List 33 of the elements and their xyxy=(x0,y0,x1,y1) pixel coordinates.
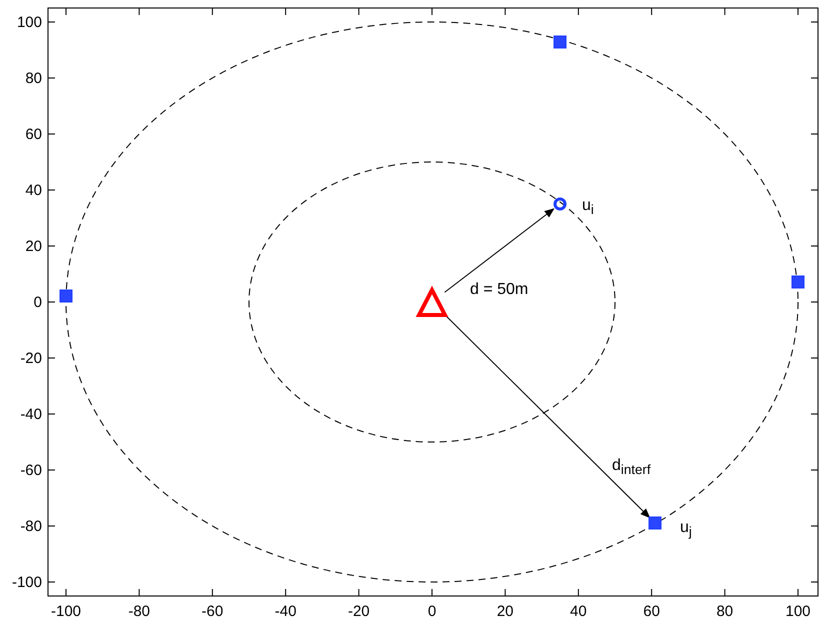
tick-label: -80 xyxy=(128,603,150,620)
tick-label: -40 xyxy=(20,406,42,423)
square-marker xyxy=(59,289,73,304)
tick-label: -20 xyxy=(20,350,42,367)
tick-label: 20 xyxy=(496,603,514,620)
square-marker xyxy=(553,34,568,49)
edge-label: d = 50m xyxy=(470,280,528,299)
tick-label: -100 xyxy=(50,603,82,620)
tick-label: 80 xyxy=(25,70,42,87)
tick-label: 40 xyxy=(570,603,587,620)
circle-marker xyxy=(553,197,568,211)
tick-label: 60 xyxy=(643,603,660,620)
tick-label: 100 xyxy=(785,603,811,620)
square-marker xyxy=(791,275,805,290)
tick-label: 100 xyxy=(16,14,42,31)
tick-label: 20 xyxy=(25,238,42,255)
tick-label: -60 xyxy=(20,462,42,479)
tick-label: 60 xyxy=(25,126,42,143)
tick-label: 80 xyxy=(716,603,734,620)
point-label: u$_{j}$ xyxy=(680,518,692,542)
tick-label: -20 xyxy=(348,603,370,620)
tick-label: 0 xyxy=(34,294,42,311)
edge-label: d$_{interf}$ xyxy=(612,456,651,480)
point-label: u$_{i}$ xyxy=(582,196,594,220)
tick-label: -40 xyxy=(274,603,296,620)
arrow xyxy=(444,208,555,293)
triangle-marker xyxy=(417,287,447,317)
tick-label: 0 xyxy=(428,603,436,620)
tick-label: -80 xyxy=(20,518,42,535)
tick-label: 40 xyxy=(25,182,42,199)
square-marker xyxy=(648,516,662,530)
tick-label: -100 xyxy=(12,574,42,591)
tick-label: -60 xyxy=(202,603,224,620)
